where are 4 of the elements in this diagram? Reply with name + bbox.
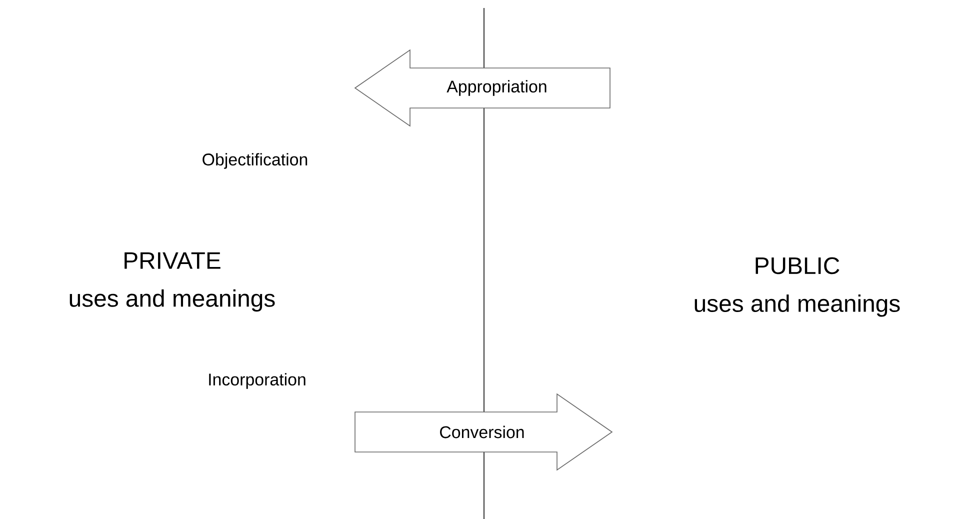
process-label: Incorporation (209, 373, 306, 389)
process-label: Objectification (202, 153, 308, 169)
region-label: PRIVATE uses and meanings (70, 252, 275, 312)
region-label: PUBLIC uses and meanings (694, 257, 900, 317)
